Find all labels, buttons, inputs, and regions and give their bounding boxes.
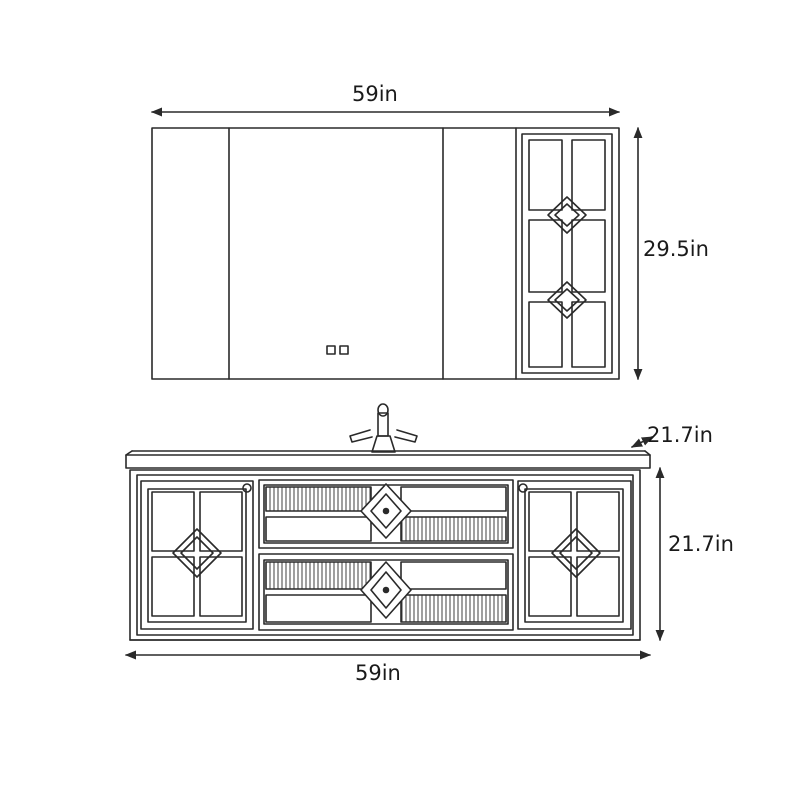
- vanity-depth-label: 21.7in: [647, 423, 713, 447]
- mirror-door-glass-panes: [528, 139, 606, 368]
- vanity-width-label: 59in: [355, 661, 401, 685]
- mirror-cabinet: [151, 127, 620, 380]
- right-door[interactable]: [517, 480, 632, 630]
- faucet-icon: [349, 403, 418, 453]
- top-drawer[interactable]: [258, 479, 514, 549]
- square-button-icon[interactable]: [326, 345, 336, 355]
- mirror-door-diamonds: [547, 196, 587, 319]
- knob-icon[interactable]: [382, 586, 390, 594]
- left-door[interactable]: [140, 480, 254, 630]
- square-button-icon[interactable]: [339, 345, 349, 355]
- knob-icon[interactable]: [518, 483, 528, 493]
- mirror-door-inner-frame: [521, 133, 613, 374]
- knob-icon[interactable]: [382, 507, 390, 515]
- bottom-drawer[interactable]: [258, 553, 514, 631]
- mirror-height-label: 29.5in: [643, 237, 709, 261]
- cabinet-inner: [136, 474, 634, 636]
- knob-icon[interactable]: [242, 483, 252, 493]
- countertop: [125, 454, 651, 469]
- mirror-outline: [151, 127, 620, 380]
- mirror-width-label: 59in: [352, 82, 398, 106]
- vanity: [125, 403, 651, 641]
- vanity-depth-dimension: [630, 436, 654, 448]
- mirror-touch-buttons[interactable]: [326, 345, 349, 355]
- vanity-height-label: 21.7in: [668, 532, 734, 556]
